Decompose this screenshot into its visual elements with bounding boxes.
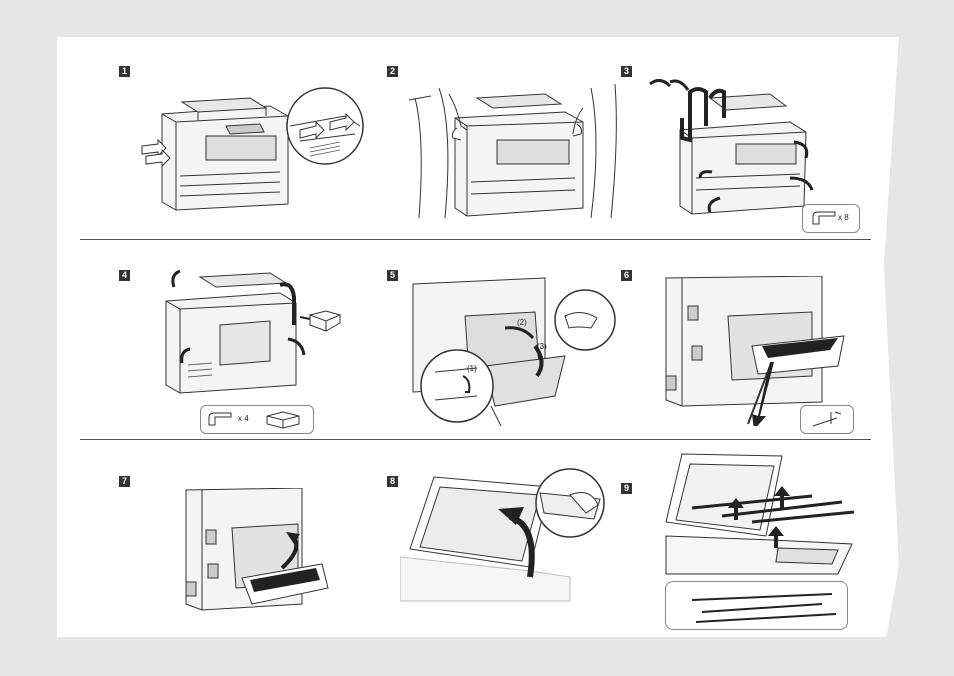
step1-illustration — [140, 86, 365, 216]
callout-3: (3) — [537, 342, 547, 351]
step7-illustration — [182, 488, 332, 613]
step5-illustration — [405, 276, 617, 426]
step-number-2: 2 — [387, 66, 398, 77]
printer-icon — [640, 78, 825, 223]
tape-icon — [207, 409, 233, 429]
strip-parts-badge-9 — [665, 581, 848, 630]
tape-count-badge-3 — [802, 204, 860, 233]
step9-illustration — [662, 452, 857, 577]
packing-block-icon — [263, 408, 303, 430]
step-number-7: 7 — [119, 476, 130, 487]
step8-illustration — [400, 467, 610, 602]
tape-quantity-3: x 8 — [838, 213, 849, 222]
row-divider-2 — [80, 439, 871, 440]
zoom-circle-icon — [421, 350, 493, 422]
step-number-1: 1 — [119, 66, 130, 77]
step-number-4: 4 — [119, 270, 130, 281]
step-number-5: 5 — [387, 270, 398, 281]
row-divider-1 — [80, 239, 871, 240]
callout-1: (1) — [467, 364, 477, 373]
step-number-6: 6 — [621, 270, 632, 281]
printer-icon — [160, 265, 355, 400]
callout-2: (2) — [517, 318, 527, 327]
lever-icon — [807, 408, 847, 430]
step-number-8: 8 — [387, 476, 398, 487]
tape-count-badge-4 — [200, 405, 314, 434]
packing-block-icon — [310, 311, 340, 331]
tape-icon — [811, 208, 837, 228]
step3-illustration — [640, 78, 825, 223]
lever-badge-6 — [800, 405, 854, 434]
step-number-3: 3 — [621, 66, 632, 77]
step-number-9: 9 — [621, 483, 632, 494]
step4-illustration — [160, 265, 355, 400]
printer-icon — [405, 78, 620, 223]
printer-icon — [140, 86, 365, 216]
step2-illustration — [405, 78, 620, 223]
tape-quantity-4: x 4 — [238, 414, 249, 423]
step6-illustration — [662, 276, 854, 426]
